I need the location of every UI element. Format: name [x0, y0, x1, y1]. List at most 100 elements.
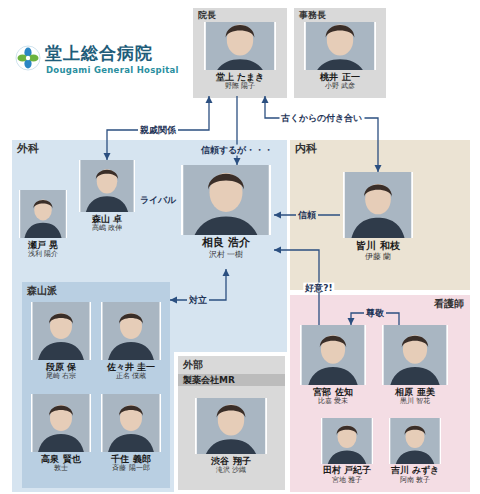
group-heading: 森山派: [27, 285, 57, 296]
band-shape: [12, 140, 287, 492]
actor-name: 黒川 智花: [379, 397, 451, 405]
arrow-head: [274, 212, 281, 219]
arrow-head: [206, 96, 213, 103]
person-card: 桃井 正一小野 武彦: [301, 22, 379, 96]
person-name: 皆川 和枝: [340, 240, 416, 252]
arrow-head: [234, 158, 241, 165]
edge-label-patch: 好意?!: [303, 282, 334, 293]
hospital-name-en: Dougami General Hospital: [46, 66, 179, 76]
person-card: 段原 保尾崎 右宗: [28, 302, 94, 390]
group-band: 看護師宮部 佐知比嘉 愛未相原 亜美黒川 智花田村 戸紀子宮地 雅子吉川 みずき…: [290, 295, 470, 492]
relation-label: ライバル: [140, 195, 176, 205]
actor-name: 尾崎 右宗: [28, 372, 94, 380]
heading-wrap: 外科: [17, 143, 39, 155]
heading-wrap: 事務長: [299, 11, 326, 21]
person-card: 千住 義郎斉藤 陽一郎: [98, 394, 164, 482]
person-name: 渋谷 翔子: [192, 456, 270, 466]
arrow-head: [348, 318, 355, 325]
portrait-photo: [195, 398, 267, 454]
relation-label: 対立: [189, 295, 207, 306]
person-card: 瀬戸 晃浅利 陽介: [16, 190, 70, 268]
person-name: 宮部 佐知: [297, 387, 369, 397]
person-name: 吉川 みずき: [386, 466, 444, 476]
edge-label-patch: 対立: [187, 295, 209, 306]
actor-name: 宮地 雅子: [318, 476, 376, 484]
heading-wrap: 森山派: [27, 285, 57, 296]
actor-name: 正名 僕蔵: [98, 372, 164, 380]
actor-name: 阿南 敦子: [386, 476, 444, 484]
person-name: 千住 義郎: [98, 454, 164, 464]
portrait-photo: [204, 22, 276, 70]
person-name: 堂上 たまき: [201, 72, 279, 82]
arrow-head: [170, 297, 177, 304]
portrait-photo: [101, 302, 161, 360]
portrait-photo: [382, 325, 448, 385]
group-heading: 外部: [183, 359, 203, 370]
actor-name: 滝沢 沙織: [192, 466, 270, 474]
connector-line: [265, 96, 378, 172]
relation-label: 尊敬: [366, 308, 384, 319]
heading-wrap: 外部: [183, 359, 203, 370]
group-subheading: 製薬会社MR: [183, 375, 280, 385]
person-card: 高泉 賢也敦士: [28, 394, 94, 482]
person-name: 段原 保: [28, 362, 94, 372]
portrait-photo: [321, 418, 373, 464]
connector-line: [107, 96, 209, 160]
relation-connector: [104, 96, 213, 160]
portrait-photo: [101, 394, 161, 452]
relation-label: 好意?!: [305, 282, 332, 293]
arrow-head: [104, 153, 111, 160]
actor-name: 浅利 陽介: [16, 250, 70, 258]
actor-name: 小野 武彦: [301, 82, 379, 90]
portrait-photo: [304, 22, 376, 70]
portrait-photo: [343, 172, 413, 238]
person-card: 吉川 みずき阿南 敦子: [386, 418, 444, 490]
portrait-photo: [31, 302, 91, 360]
actor-name: 野際 陽子: [201, 82, 279, 90]
hospital-name: 堂上総合病院: [45, 44, 153, 64]
arrow-head: [262, 96, 269, 103]
label-wrap: Dougami General Hospital: [46, 66, 179, 76]
group-band: 森山派段原 保尾崎 右宗佐々井 圭一正名 僕蔵高泉 賢也敦士千住 義郎斉藤 陽一…: [22, 282, 170, 488]
group-heading: 事務長: [299, 11, 326, 21]
person-name: 高泉 賢也: [28, 454, 94, 464]
person-card: 堂上 たまき野際 陽子: [201, 22, 279, 96]
actor-name: 比嘉 愛未: [297, 397, 369, 405]
actor-name: 高嶋 政伸: [76, 224, 138, 232]
person-name: 相良 浩介: [178, 237, 274, 250]
person-card: 佐々井 圭一正名 僕蔵: [98, 302, 164, 390]
person-card: 田村 戸紀子宮地 雅子: [318, 418, 376, 490]
actor-name: 斉藤 陽一郎: [98, 464, 164, 472]
group-heading: 内科: [295, 143, 317, 155]
group-band: 外部製薬会社MR 渋谷 翔子滝沢 沙織: [178, 356, 285, 490]
title-wrap: 堂上総合病院: [45, 44, 153, 64]
person-card: 相原 亜美黒川 智花: [379, 325, 451, 415]
relation-label: 親戚関係: [140, 125, 176, 136]
edge-label-patch: 古くからの付き合い: [279, 113, 364, 124]
group-heading: 外科: [17, 143, 39, 155]
edge-label-patch: 親戚関係: [138, 125, 178, 136]
arrow-head: [223, 269, 230, 276]
heading-wrap: 院長: [198, 11, 216, 21]
person-name: 森山 卓: [76, 214, 138, 224]
arrow-head: [274, 247, 281, 254]
subheading-wrap: 製薬会社MR: [178, 374, 285, 386]
portrait-photo: [181, 165, 271, 235]
group-heading: 院長: [198, 11, 216, 21]
group-band: 事務長桃井 正一小野 武彦: [294, 8, 386, 98]
person-name: 田村 戸紀子: [318, 466, 376, 476]
person-name: 瀬戸 晃: [16, 240, 70, 250]
person-name: 桃井 正一: [301, 72, 379, 82]
person-name: 相原 亜美: [379, 387, 451, 397]
edge-label-patch: 信頼: [296, 210, 318, 221]
edge-label-patch: ライバル: [138, 195, 178, 205]
arrow-head: [375, 165, 382, 172]
portrait-photo: [389, 418, 441, 464]
person-card: 相良 浩介沢村 一樹: [178, 165, 274, 269]
logo-icon: [15, 45, 41, 71]
edge-label-patch: 尊敬: [364, 308, 386, 319]
relation-connector: [262, 96, 382, 172]
person-card: 宮部 佐知比嘉 愛未: [297, 325, 369, 415]
relation-label: 信頼: [298, 210, 316, 221]
